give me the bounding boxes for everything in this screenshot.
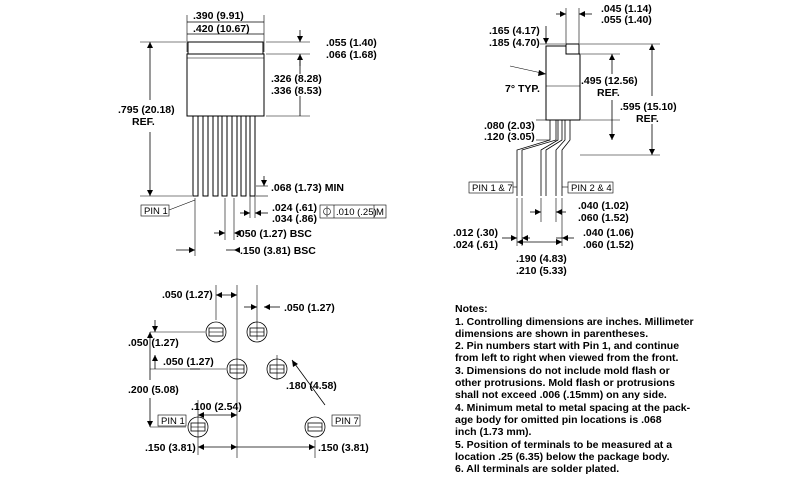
- dim-lead-width-max: .034 (.86): [272, 213, 317, 225]
- dim-side-body: .495 (12.56): [581, 75, 638, 87]
- dim-body-height: .326 (8.28): [271, 73, 322, 85]
- dim-fp-3: .050 (1.27): [128, 337, 179, 349]
- front-view: .390 (9.91) .420 (10.67) .055 (1.40) .06…: [118, 10, 387, 257]
- pad: [205, 321, 227, 343]
- note-line: 1. Controlling dimensions are inches. Mi…: [455, 316, 694, 328]
- dim-side-lead-max: .024 (.61): [453, 239, 498, 251]
- dim-overall-height: .795 (20.18): [118, 104, 175, 116]
- dim-fp-4: .050 (1.27): [163, 356, 214, 368]
- pin17-label-box: [468, 181, 514, 194]
- notes: Notes: 1. Controlling dimensions are inc…: [455, 303, 694, 475]
- tolerance-value: .010 (.25): [336, 207, 377, 218]
- dim-side-overall-ref: REF.: [636, 113, 659, 125]
- side-view: .045 (1.14) .055 (1.40) .165 (4.17) .185…: [453, 3, 677, 277]
- dim-pitch: .050 (1.27) BSC: [236, 228, 312, 240]
- note-line: inch (1.73 mm).: [455, 426, 532, 438]
- note-line: dimensions are shown in parentheses.: [455, 328, 648, 340]
- dim-side-overall: .595 (15.10): [620, 101, 677, 113]
- dim-side-offset-max: .120 (3.05): [484, 131, 535, 143]
- footprint-view: .050 (1.27) .050 (1.27) .050 (1.27) .050…: [128, 285, 369, 458]
- side-leads: [516, 120, 571, 196]
- fp-pin1-label: PIN 1: [161, 416, 185, 427]
- note-line: 4. Minimum metal to metal spacing at the…: [455, 402, 691, 414]
- package-body: [186, 53, 265, 117]
- note-line: shall not exceed .006 (.15mm) on any sid…: [455, 389, 667, 401]
- dim-fp-7: .180 (4.58): [286, 380, 337, 392]
- dim-tab-thickness: .055 (1.40): [326, 37, 377, 49]
- tolerance-frame: [319, 204, 387, 219]
- dim-side-top-max: .055 (1.40): [601, 14, 652, 26]
- dim-side-tab-max: .185 (4.70): [489, 37, 540, 49]
- dim-fp-5: .200 (5.08): [128, 384, 179, 396]
- dim-tab-thickness-max: .066 (1.68): [326, 49, 377, 61]
- note-line: other protrusions. Mold flash or protrus…: [455, 377, 675, 389]
- pin24-label: PIN 2 & 4: [571, 183, 612, 194]
- dim-lead-width: .024 (.61): [272, 202, 317, 214]
- dim-side-tab: .165 (4.17): [489, 25, 540, 37]
- fp-pin7-label-box: [331, 414, 361, 427]
- fp-pin1-label-box: [157, 414, 187, 427]
- note-line: 5. Position of terminals to be measured …: [455, 439, 672, 451]
- dim-side-lead: .012 (.30): [453, 227, 498, 239]
- dim-fp-9: .150 (3.81): [318, 442, 369, 454]
- note-line: from left to right when viewed from the …: [455, 352, 679, 364]
- dim-side-width-max: .210 (5.33): [516, 265, 567, 277]
- dim-side-pitch-a-max: .060 (1.52): [578, 212, 629, 224]
- note-line: age body for omitted pin locations is .0…: [455, 414, 662, 426]
- pin17-label: PIN 1 & 7: [472, 183, 513, 194]
- side-tab: [565, 43, 580, 55]
- dim-side-pitch-b: .040 (1.06): [583, 227, 634, 239]
- note-line: location .25 (6.35) below the package bo…: [455, 451, 670, 463]
- dim-side-body-ref: REF.: [597, 87, 620, 99]
- dim-body-height-max: .336 (8.53): [271, 85, 322, 97]
- dim-lead-min: .068 (1.73) MIN: [271, 182, 344, 194]
- note-line: 3. Dimensions do not include mold flash …: [455, 365, 670, 377]
- side-body: [545, 45, 581, 121]
- dim-side-angle: 7° TYP.: [505, 83, 540, 95]
- notes-title: Notes:: [455, 303, 488, 315]
- pin24-label-box: [567, 181, 614, 194]
- dim-fp-8: .150 (3.81): [145, 442, 196, 454]
- dim-side-pitch-b-max: .060 (1.52): [583, 239, 634, 251]
- pin1-label-box: [140, 204, 170, 217]
- dim-fp-1: .050 (1.27): [162, 289, 213, 301]
- package-tab: [187, 41, 264, 55]
- front-leads: [192, 115, 256, 197]
- pad: [304, 416, 326, 438]
- dim-fp-6: .100 (2.54): [191, 401, 242, 413]
- dim-front-width: .390 (9.91): [193, 10, 244, 22]
- dim-front-width-max: .420 (10.67): [193, 23, 250, 35]
- dim-fp-2: .050 (1.27): [284, 302, 335, 314]
- tolerance-modifier: M: [376, 207, 384, 218]
- dim-overall-ref: REF.: [132, 116, 155, 128]
- note-line: 2. Pin numbers start with Pin 1, and con…: [455, 340, 679, 352]
- dim-side-width: .190 (4.83): [516, 253, 567, 265]
- pin1-label: PIN 1: [144, 206, 168, 217]
- dim-span: .150 (3.81) BSC: [240, 245, 316, 257]
- dim-side-top: .045 (1.14): [601, 3, 652, 15]
- fp-pin7-label: PIN 7: [335, 416, 359, 427]
- note-line: 6. All terminals are solder plated.: [455, 463, 619, 475]
- dim-side-pitch-a: .040 (1.02): [578, 200, 629, 212]
- dim-side-offset: .080 (2.03): [484, 120, 535, 132]
